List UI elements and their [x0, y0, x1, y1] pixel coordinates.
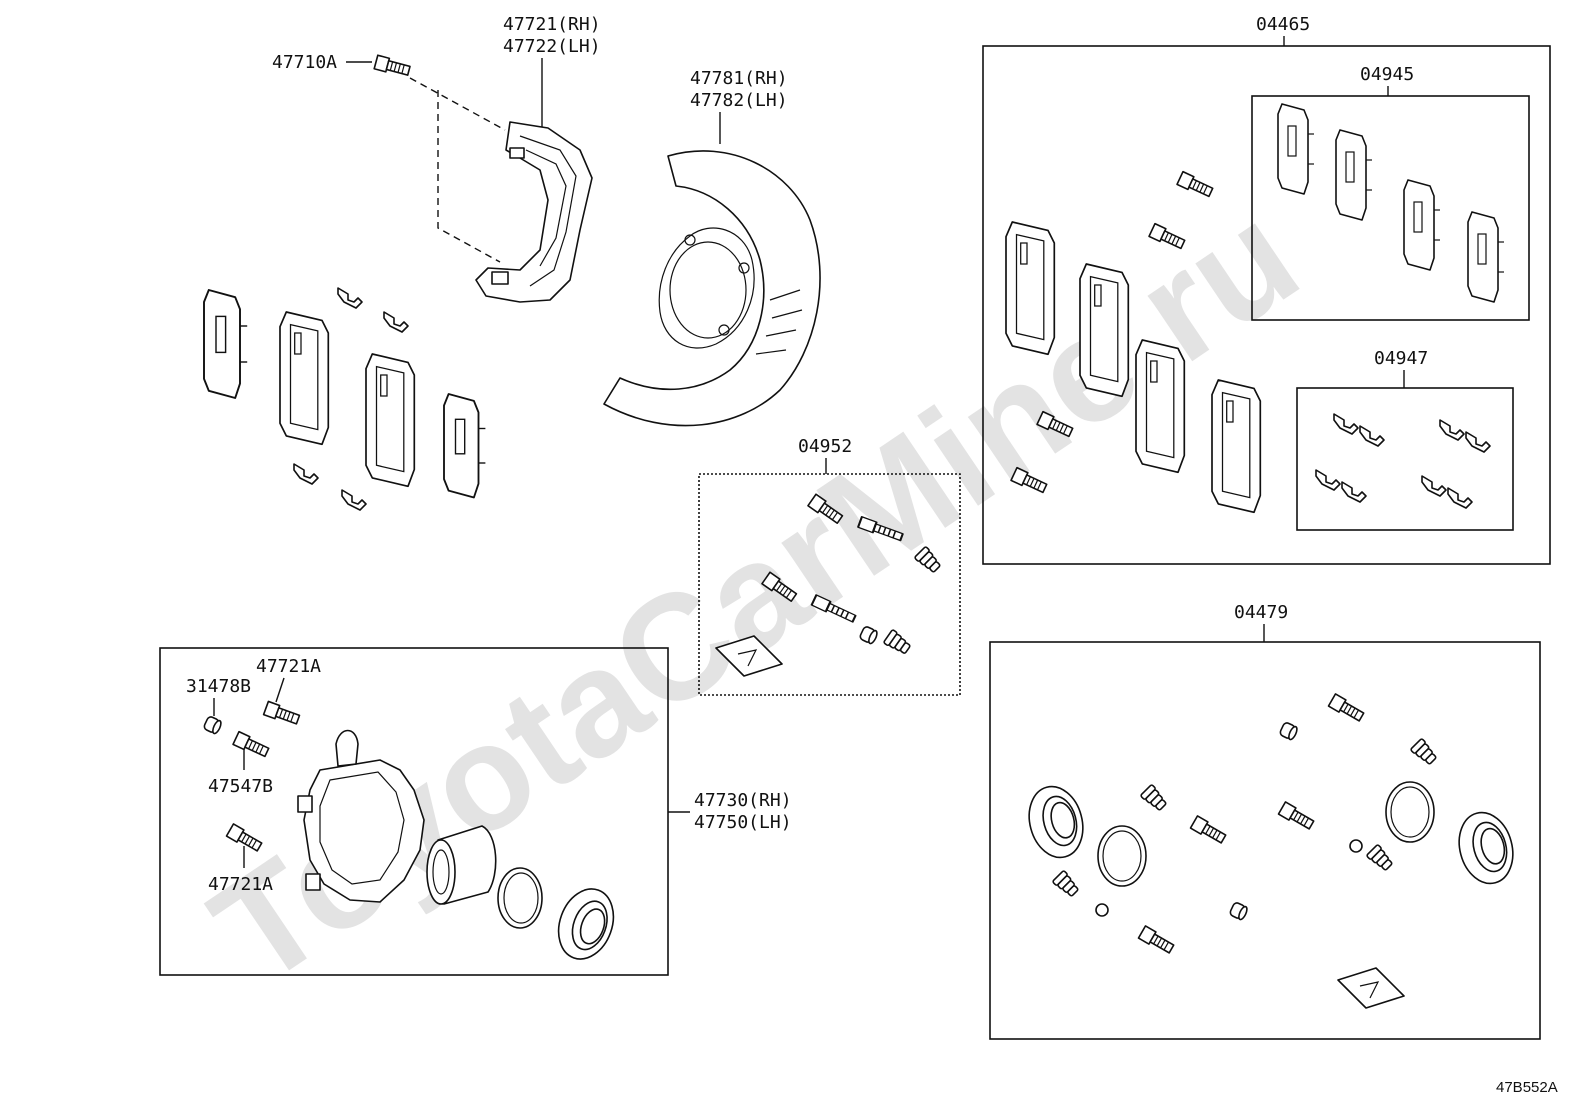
- label-04947: 04947: [1374, 348, 1428, 369]
- kit-04479-ring-left: [1097, 825, 1147, 887]
- piston-seal-ring: [497, 867, 543, 929]
- kit-04947-clip-2: [1359, 425, 1385, 447]
- bolt-47721A-top: [262, 700, 302, 728]
- brake-pad-2: [365, 353, 416, 488]
- diagram-code: 47B552A: [1496, 1079, 1558, 1096]
- kit-04465-pad-4: [1211, 379, 1262, 514]
- kit-04945-shim-2: [1335, 129, 1373, 221]
- label-47547B: 47547B: [208, 776, 273, 797]
- kit-04479-boot-1: [1409, 737, 1440, 768]
- label-04465: 04465: [1256, 14, 1310, 35]
- label-47750-lh: 47750(LH): [694, 812, 792, 833]
- kit-04479-seal-right: [1450, 805, 1522, 891]
- kit-04945-shim-1: [1277, 103, 1315, 195]
- kit-04952-boot-2: [882, 628, 914, 658]
- kit-04479-washer-2: [1349, 839, 1363, 853]
- kit-04479-boot-3: [1051, 869, 1082, 900]
- kit-04947-clip-7: [1421, 475, 1447, 497]
- kit-04945-shim-4: [1467, 211, 1505, 303]
- bleeder-cap-31478B: [202, 714, 224, 736]
- bolt-path-dashed: [409, 77, 506, 263]
- kit-04947-clip-6: [1341, 481, 1367, 503]
- label-47781-rh: 47781(RH): [690, 68, 788, 89]
- pad-clip-4: [341, 489, 367, 511]
- caliper-piston: [426, 825, 497, 905]
- kit-04479-boot-2: [1139, 783, 1170, 814]
- kit-04465-box: [982, 45, 1551, 565]
- kit-04479-boot-4: [1365, 843, 1396, 874]
- label-47721A-top: 47721A: [256, 656, 321, 677]
- label-47710A: 47710A: [272, 52, 337, 73]
- kit-04479-bolt-3: [1277, 801, 1316, 832]
- disc-dust-shield: [603, 150, 821, 427]
- leader-47721A-top: [275, 677, 285, 703]
- label-31478B: 31478B: [186, 676, 251, 697]
- kit-04479-washer-1: [1095, 903, 1109, 917]
- label-47721-rh: 47721(RH): [503, 14, 601, 35]
- brake-pad-1: [279, 311, 330, 446]
- kit-04945-box: [1251, 95, 1530, 321]
- kit-04479-seal-left: [1020, 779, 1092, 865]
- kit-04479-ring-right: [1385, 781, 1435, 843]
- pad-clip-1: [337, 287, 363, 309]
- caliper-body: [297, 729, 425, 903]
- slide-pin-47547B: [232, 730, 271, 760]
- kit-04952-cap: [858, 624, 880, 646]
- kit-04479-box: [989, 641, 1541, 1040]
- label-47730-rh: 47730(RH): [694, 790, 792, 811]
- kit-04952-box: [698, 473, 961, 696]
- kit-04465-pad-3: [1135, 339, 1186, 474]
- label-04479: 04479: [1234, 602, 1288, 623]
- pad-clip-2: [383, 311, 409, 333]
- kit-04479-cap-2: [1228, 900, 1250, 922]
- kit-04479-cap-1: [1278, 720, 1300, 742]
- pad-shim-2: [443, 393, 487, 499]
- label-47721A-bottom: 47721A: [208, 874, 273, 895]
- kit-04465-pad-1: [1005, 221, 1056, 356]
- kit-04945-shim-3: [1403, 179, 1441, 271]
- kit-04947-clip-5: [1315, 469, 1341, 491]
- kit-04479-bolt-4: [1137, 925, 1176, 956]
- piston-dust-boot: [548, 880, 624, 968]
- label-47782-lh: 47782(LH): [690, 90, 788, 111]
- label-04945: 04945: [1360, 64, 1414, 85]
- kit-04947-clip-1: [1333, 413, 1359, 435]
- label-04952: 04952: [798, 436, 852, 457]
- label-47722-lh: 47722(LH): [503, 36, 601, 57]
- caliper-mount-bracket: [475, 121, 593, 303]
- kit-04947-clip-8: [1447, 487, 1473, 509]
- pad-shim-1: [203, 289, 249, 399]
- kit-04479-bolt-1: [1327, 693, 1366, 724]
- kit-04465-pad-2: [1079, 263, 1130, 398]
- kit-04947-clip-4: [1465, 431, 1491, 453]
- kit-04947-box: [1296, 387, 1514, 531]
- kit-04479-bolt-2: [1189, 815, 1228, 846]
- kit-04947-clip-3: [1439, 419, 1465, 441]
- pad-clip-3: [293, 463, 319, 485]
- bolt-47710A: [373, 54, 412, 79]
- kit-04479-grease: [1337, 967, 1405, 1009]
